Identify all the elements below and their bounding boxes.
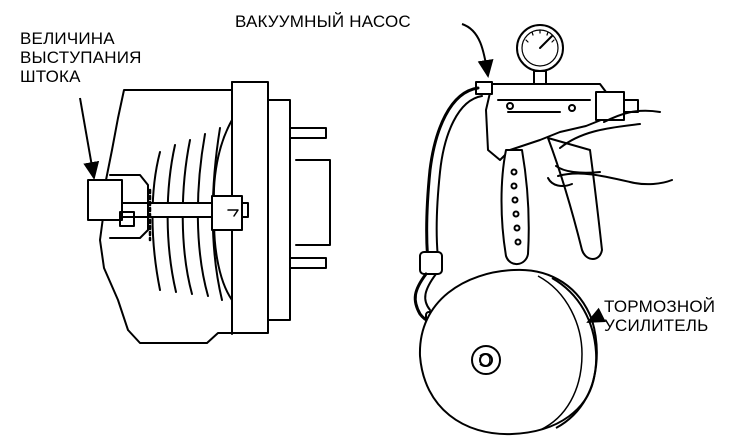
pump-grip-handle	[547, 137, 603, 260]
rod-protrusion-label: ВЕЛИЧИНА ВЫСТУПАНИЯ ШТОКА	[20, 29, 142, 86]
rod-nut	[119, 211, 135, 227]
operator-hand	[555, 109, 673, 186]
rod-protrusion-label-line-3: ШТОКА	[20, 67, 81, 86]
pump-nozzle	[623, 99, 639, 113]
hose-coupler	[419, 251, 443, 275]
booster-drum-face-edge	[551, 277, 598, 429]
lever-hole	[514, 238, 522, 246]
brake-booster-label-line-2: УСИЛИТЕЛЬ	[604, 316, 709, 335]
lever-hole	[510, 182, 518, 190]
vacuum-hose	[425, 86, 480, 264]
brake-booster-label-line-1: ТОРМОЗНОЙ	[604, 297, 716, 316]
brake-booster-drum	[418, 268, 598, 436]
pump-squeeze-lever	[500, 149, 530, 265]
vacuum-pump-arrow	[461, 23, 494, 78]
booster-center-boss	[471, 345, 501, 375]
mounting-stud-top	[289, 127, 327, 139]
booster-cutaway-drawing	[87, 81, 331, 344]
pump-barrel	[595, 91, 625, 121]
booster-center-spring	[479, 353, 491, 367]
booster-drum-body	[418, 268, 598, 436]
vacuum-hose-lower-inner	[424, 273, 437, 311]
brake-booster-arrow	[586, 307, 606, 323]
rod-boot	[109, 174, 149, 239]
vacuum-hose-inner	[435, 95, 483, 259]
pump-screw	[506, 102, 514, 110]
pump-body-detail	[497, 99, 591, 113]
operator-thumb	[547, 177, 573, 187]
pump-screw	[568, 104, 576, 112]
master-cylinder-flange	[295, 159, 331, 246]
diaphragm-rib	[196, 133, 209, 297]
vacuum-pump-label: ВАКУУМНЫЙ НАСОС	[235, 12, 411, 31]
lever-hole	[510, 168, 518, 176]
pressure-gauge-icon	[516, 24, 564, 86]
rod-protrusion-arrow	[79, 97, 100, 180]
booster-housing	[99, 81, 269, 344]
booster-drum-rim	[537, 275, 583, 431]
lever-hole	[512, 210, 520, 218]
diaphragm-rib	[181, 139, 193, 295]
housing-rim	[267, 99, 291, 321]
rod-retainer	[211, 195, 243, 231]
brake-booster-label: ТОРМОЗНОЙ УСИЛИТЕЛЬ	[604, 297, 715, 335]
mounting-stud-bottom	[289, 257, 327, 269]
diaphragm-rib	[151, 151, 161, 291]
lever-hole	[513, 224, 521, 232]
rod-end	[87, 179, 123, 221]
rod-protrusion-label-line-2: ВЫСТУПАНИЯ	[20, 48, 142, 67]
rod-key	[227, 209, 239, 217]
rod-protrusion-label-line-1: ВЕЛИЧИНА	[20, 29, 115, 48]
vacuum-pump-drawing	[413, 24, 673, 327]
diaphragm-rib	[166, 144, 177, 293]
lever-hole	[511, 196, 519, 204]
